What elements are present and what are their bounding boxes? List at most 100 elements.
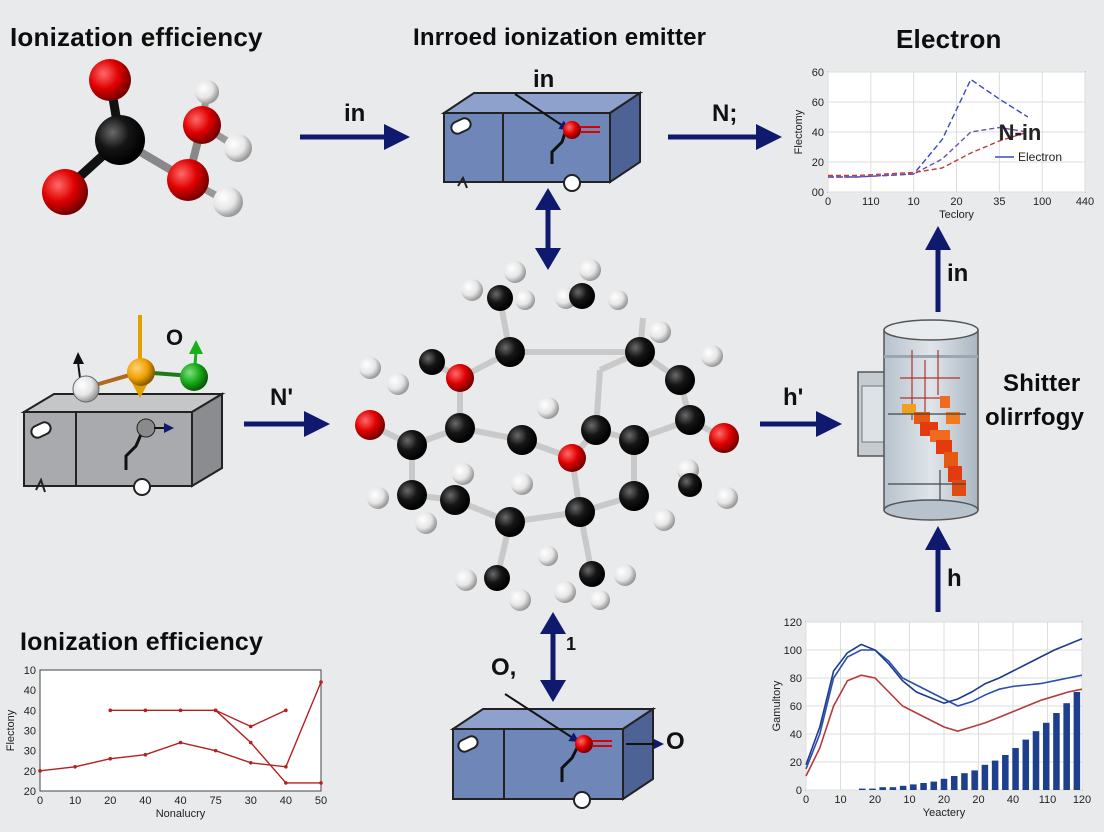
series-line: [805, 638, 1083, 766]
data-point: [284, 708, 288, 713]
bar: [889, 787, 897, 790]
data-point: [143, 708, 148, 713]
hydrogen-atom: [224, 134, 252, 162]
data-point: [284, 781, 288, 785]
x-tick-label: 40: [280, 795, 292, 807]
data-point: [248, 760, 253, 765]
emitter-atom: [563, 121, 581, 139]
series-line: [805, 649, 1083, 770]
bar: [1073, 692, 1081, 790]
label-middle-right-arrow: h': [783, 384, 804, 411]
x-tick-label: 50: [315, 795, 327, 807]
data-point: [73, 765, 77, 769]
y-tick-label: 0: [796, 785, 802, 797]
data-point: [38, 769, 42, 773]
series-line: [828, 131, 1029, 177]
label-bottom-emitter-in: O,: [491, 654, 517, 681]
bar: [950, 776, 958, 790]
emitter-slot-icon: [457, 735, 479, 753]
y-tick-label: 20: [790, 757, 802, 769]
x-tick-label: 10: [834, 794, 846, 806]
x-tick-label: 20: [869, 794, 881, 806]
data-point: [213, 708, 218, 713]
y-tick-label: 20: [24, 786, 36, 798]
x-axis-label: Yeactery: [923, 807, 966, 819]
gray-emitter-box: [20, 315, 226, 496]
label-bottom-emitter-out: O: [666, 728, 685, 755]
title-bottom-left: Ionization efficiency: [20, 628, 264, 656]
x-tick-label: 20: [938, 794, 950, 806]
y-tick-label: 40: [790, 729, 802, 741]
label-bottom-center-arrow: 1: [566, 634, 577, 654]
x-tick-label: 0: [825, 196, 831, 208]
bar: [981, 764, 989, 790]
carbon-atom: [95, 115, 145, 165]
bar: [1032, 731, 1040, 790]
flow-arrows: [244, 124, 951, 702]
data-point: [248, 724, 253, 729]
y-tick-label: 40: [812, 127, 824, 139]
x-tick-label: 110: [862, 196, 880, 208]
x-axis-label: Teclory: [939, 209, 974, 221]
y-tick-label: 80: [790, 673, 802, 685]
data-point: [143, 752, 148, 757]
label-right-lower-arrow: h: [947, 565, 962, 592]
data-point: [213, 748, 218, 753]
bar: [899, 785, 907, 790]
bar: [961, 773, 968, 790]
title-top-right: Electron: [896, 24, 1002, 54]
oxygen-atom: [167, 159, 209, 201]
bar: [930, 781, 938, 790]
y-tick-label: 60: [812, 67, 824, 79]
x-tick-label: 0: [803, 794, 809, 806]
data-point: [248, 740, 253, 745]
bar: [1012, 748, 1019, 790]
x-tick-label: 100: [1033, 196, 1051, 208]
y-tick-label: 10: [24, 665, 36, 677]
y-tick-label: 40: [24, 685, 36, 697]
data-point: [284, 765, 288, 769]
bar: [869, 788, 876, 790]
x-tick-label: 75: [210, 795, 222, 807]
bar: [971, 770, 978, 790]
y-tick-label: 20: [812, 157, 824, 169]
label-middle-left-arrow: N': [270, 384, 294, 411]
data-point: [108, 708, 113, 713]
title-right-side-line1: Shitter: [1003, 370, 1081, 397]
title-right-side-line2: olirrfogy: [985, 404, 1085, 431]
bar: [991, 760, 999, 790]
y-tick-label: 00: [812, 187, 824, 199]
bar: [1022, 739, 1030, 790]
bar: [1063, 703, 1070, 790]
y-tick-label: 40: [24, 705, 36, 717]
label-emitter-top: in: [533, 66, 555, 93]
oxygen-atom: [42, 169, 88, 215]
y-tick-label: 60: [790, 701, 802, 713]
y-axis-label: Gamultory: [771, 680, 783, 731]
x-tick-label: 10: [903, 794, 915, 806]
x-tick-label: 20: [950, 196, 962, 208]
y-axis-label: Flectony: [5, 709, 17, 751]
series-line: [828, 78, 1029, 178]
y-tick-label: 120: [784, 617, 802, 629]
data-point: [178, 708, 183, 713]
series-line: [805, 674, 1083, 777]
label-top-left-arrow: in: [344, 100, 366, 127]
series-line: [110, 709, 287, 728]
x-tick-label: 120: [1073, 794, 1091, 806]
hydrogen-atom: [195, 80, 219, 104]
label-top-right-arrow: N;: [712, 100, 738, 127]
x-tick-label: 40: [1007, 794, 1019, 806]
x-tick-label: 440: [1076, 196, 1094, 208]
title-top-left: Ionization efficiency: [10, 22, 263, 52]
x-tick-label: 10: [69, 795, 81, 807]
y-tick-label: 30: [24, 746, 36, 758]
hydrogen-atom: [213, 187, 243, 217]
bar: [940, 778, 948, 790]
oxygen-atom: [183, 106, 221, 144]
bar: [910, 784, 917, 790]
x-tick-label: 30: [245, 795, 257, 807]
